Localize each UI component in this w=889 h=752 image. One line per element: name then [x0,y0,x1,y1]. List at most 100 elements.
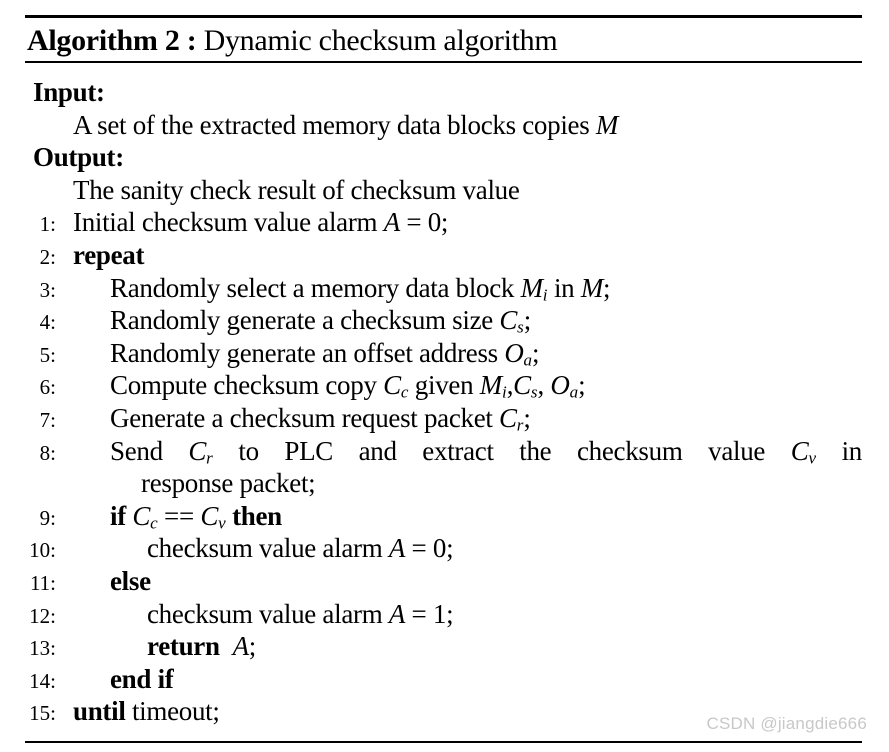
algo-step: 8: Send Cr to PLC and extract the checksu… [25,435,863,468]
math-variable: O [504,337,524,368]
text-segment: , [537,370,551,401]
math-variable: A [388,533,406,564]
text-segment: Output: [33,142,124,173]
line-content: Randomly generate a checksum size Cs; [110,304,531,337]
line-content: Initial checksum value alarm A = 0; [73,206,448,239]
algo-label: Output: [25,141,862,174]
text-segment: then [225,500,282,531]
line-content: return A; [147,630,256,663]
algorithm-title-label: Algorithm 2 : [27,24,197,57]
text-segment: in [815,435,863,466]
algo-step: 15: until timeout; [25,695,862,728]
line-number: 10: [29,538,56,563]
text-segment: , [506,370,514,401]
text-segment: ; [248,631,257,662]
math-subscript: v [218,513,226,533]
line-content: The sanity check result of checksum valu… [25,175,520,205]
math-subscript: i [501,383,507,403]
line-content: checksum value alarm A = 0; [147,532,454,565]
text-segment: end if [110,663,174,694]
line-number: 9: [39,505,56,530]
line-number: 7: [39,407,56,432]
line-content: until timeout; [73,695,220,728]
line-content: Output: [25,142,124,172]
line-content: A set of the extracted memory data block… [25,110,618,140]
algo-desc: A set of the extracted memory data block… [25,109,862,142]
algo-step: 5: Randomly generate an offset address Oa… [25,337,862,370]
math-variable: C [188,435,207,466]
algo-step: 6: Compute checksum copy Cc given Mi,Cs, … [25,369,862,402]
math-subscript: s [517,317,524,337]
text-segment: Input: [33,77,105,107]
math-variable: A [388,598,406,629]
math-variable: C [499,305,518,336]
text-segment: checksum value alarm [147,533,389,564]
text-segment: Randomly generate a checksum size [110,305,500,336]
algo-step: 4: Randomly generate a checksum size Cs; [25,304,862,337]
math-variable: M [479,370,503,401]
text-segment: checksum value alarm [147,598,389,629]
math-variable: C [132,500,151,531]
line-content: Compute checksum copy Cc given Mi,Cs, Oa… [110,369,586,403]
text-segment: in [547,272,581,303]
text-segment: response packet; [141,468,316,499]
text-segment: if [110,500,133,531]
line-content: Generate a checksum request packet Cr; [110,402,531,435]
text-segment: given [408,370,480,401]
math-variable: M [520,272,544,303]
text-segment: Compute checksum copy [110,370,384,401]
line-number: 13: [29,636,56,661]
algorithm-title: Algorithm 2 : Dynamic checksum algorithm [27,22,862,60]
algo-step: 13: return A; [25,630,862,663]
text-segment: to PLC and extract the checksum value [212,435,791,466]
line-content: else [110,565,151,598]
line-number: 4: [39,310,56,335]
algo-step: 14:end if [25,663,862,696]
math-subscript: i [542,285,548,305]
algo-step: 11: else [25,565,862,598]
text-segment: ; [523,402,531,433]
text-segment: until [73,696,126,727]
math-subscript: v [808,448,816,468]
algorithm-body: Input:A set of the extracted memory data… [25,76,862,728]
text-segment: = 0; [399,207,449,238]
algo-desc: The sanity check result of checksum valu… [25,174,862,207]
text-segment: The sanity check result of checksum valu… [73,174,520,205]
line-content: end if [110,663,174,696]
line-content: Randomly generate an offset address Oa; [110,337,540,370]
line-number: 1: [39,212,56,237]
watermark: CSDN @jiangdie666 [706,714,867,733]
algo-cont: response packet; [25,467,862,500]
top-rule [25,15,862,18]
text-segment: ; [532,337,540,368]
math-subscript: a [523,350,533,370]
line-content: if Cc == Cv then [110,500,282,533]
line-number: 5: [39,342,56,367]
text-segment: = 0; [405,533,454,564]
math-subscript: r [206,448,213,468]
math-variable: A [232,631,250,662]
text-segment: A set of the extracted memory data block… [73,109,596,140]
line-number: 15: [29,701,56,726]
algo-label: Input: [25,76,862,109]
line-number: 3: [39,277,56,302]
line-number: 6: [39,375,56,400]
header-rule [25,61,862,63]
math-variable: C [790,435,809,466]
algo-step: 7: Generate a checksum request packet Cr; [25,402,862,435]
text-segment: ; [603,272,611,303]
math-subscript: r [516,415,524,435]
line-content: repeat [73,239,144,272]
text-segment [220,631,233,661]
algo-step: 1: Initial checksum value alarm A = 0; [25,206,862,239]
math-variable: O [550,370,570,401]
line-number: 8: [39,440,56,465]
line-content: response packet; [141,467,316,500]
text-segment: Initial checksum value alarm [73,207,384,238]
text-segment: Generate a checksum request packet [110,402,500,433]
line-content: Send Cr to PLC and extract the checksum … [110,435,862,468]
line-number: 11: [29,570,56,595]
line-content: Randomly select a memory data block Mi i… [110,272,611,305]
text-segment: timeout; [125,696,220,727]
text-segment: Randomly generate an offset address [110,337,505,368]
